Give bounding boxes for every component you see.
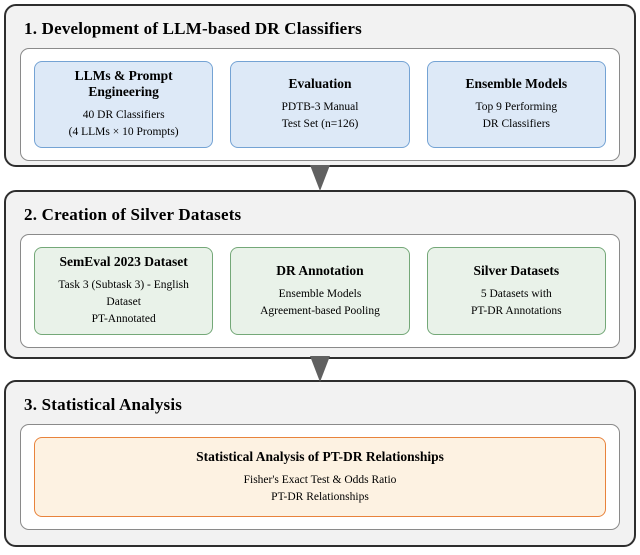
box-subline: Agreement-based Pooling xyxy=(260,304,380,317)
box-title: Statistical Analysis of PT-DR Relationsh… xyxy=(196,448,444,464)
stage-3-panel: Statistical Analysis of PT-DR Relationsh… xyxy=(20,424,620,530)
box-ensemble-models: Ensemble Models Top 9 Performing DR Clas… xyxy=(426,61,606,148)
stage-3-title: 3. Statistical Analysis xyxy=(24,395,183,414)
flow-connector-2 xyxy=(4,356,636,382)
box-subline: Fisher's Exact Test & Odds Ratio xyxy=(243,473,397,486)
box-evaluation: Evaluation PDTB-3 Manual Test Set (n=126… xyxy=(230,61,410,148)
arrow-down-icon xyxy=(310,356,330,382)
box-subline: PT-Annotated xyxy=(91,313,156,325)
stage-development-llm-classifiers: 1. Development of LLM-based DR Classifie… xyxy=(4,4,636,167)
box-subline: Top 9 Performing xyxy=(475,101,558,113)
stage-1-panel: LLMs & Prompt Engineering 40 DR Classifi… xyxy=(20,48,620,161)
box-subline: Task 3 (Subtask 3) - English Dataset xyxy=(58,279,189,308)
box-statistical-analysis-pt-dr: Statistical Analysis of PT-DR Relationsh… xyxy=(34,437,606,517)
arrow-down-icon xyxy=(310,165,330,191)
box-title: LLMs & Prompt Engineering xyxy=(74,68,173,99)
stage-2-panel: SemEval 2023 Dataset Task 3 (Subtask 3) … xyxy=(20,234,620,348)
box-title: SemEval 2023 Dataset xyxy=(59,254,188,269)
box-subline: Test Set (n=126) xyxy=(281,118,359,130)
box-subline: (4 LLMs × 10 Prompts) xyxy=(68,126,179,138)
box-dr-annotation: DR Annotation Ensemble Models Agreement-… xyxy=(230,247,410,335)
box-subline: 40 DR Classifiers xyxy=(82,109,165,121)
flow-connector-1 xyxy=(4,165,636,191)
box-title: Ensemble Models xyxy=(465,76,568,91)
box-title: Silver Datasets xyxy=(473,262,560,278)
box-title: Evaluation xyxy=(288,76,352,91)
stage-statistical-analysis: 3. Statistical Analysis Statistical Anal… xyxy=(4,380,636,547)
box-title: DR Annotation xyxy=(276,262,364,278)
stage-2-title: 2. Creation of Silver Datasets xyxy=(24,205,242,224)
stage-1-title: 1. Development of LLM-based DR Classifie… xyxy=(24,19,362,38)
box-subline: DR Classifiers xyxy=(482,118,551,130)
box-subline: PDTB-3 Manual xyxy=(281,101,359,113)
box-llms-prompt-engineering: LLMs & Prompt Engineering 40 DR Classifi… xyxy=(34,61,214,148)
box-subline: PT-DR Annotations xyxy=(471,304,562,317)
box-subline: Ensemble Models xyxy=(278,287,362,300)
box-subline: 5 Datasets with xyxy=(480,287,552,300)
box-semeval-2023-dataset: SemEval 2023 Dataset Task 3 (Subtask 3) … xyxy=(34,247,214,335)
box-silver-datasets: Silver Datasets 5 Datasets with PT-DR An… xyxy=(426,247,606,335)
box-subline: PT-DR Relationships xyxy=(271,490,369,503)
stage-creation-silver-datasets: 2. Creation of Silver Datasets SemEval 2… xyxy=(4,190,636,359)
